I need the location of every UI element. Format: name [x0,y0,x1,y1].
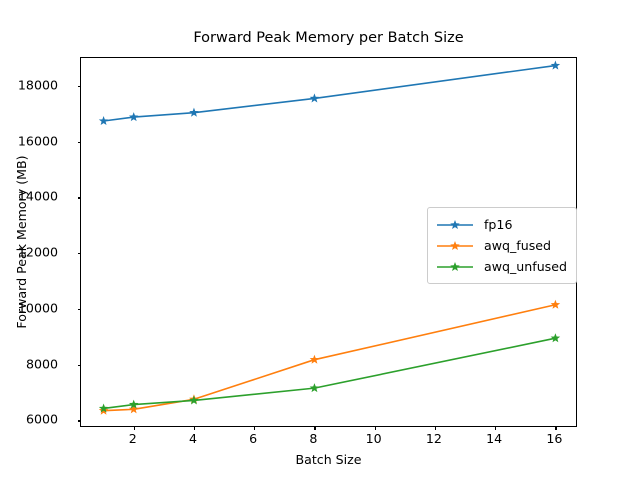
data-point-marker [98,116,109,126]
x-tick-mark [193,426,196,430]
legend-item-fp16[interactable]: fp16 [435,214,567,235]
data-point-marker [309,354,320,364]
data-point-marker [550,333,561,343]
y-tick-mark [77,420,81,422]
data-point-marker [309,93,320,103]
y-tick-mark [77,141,81,143]
series-line [102,303,557,412]
legend-swatch-awq_fused [437,240,473,250]
y-tick-mark [77,364,81,366]
x-tick-label: 12 [425,431,442,446]
series-line [102,64,557,122]
data-point-marker [189,107,199,117]
y-tick-label: 10000 [17,300,58,316]
legend-item-awq_unfused[interactable]: awq_unfused [435,256,567,277]
y-tick-mark [77,308,81,311]
legend-item-awq_fused[interactable]: awq_fused [435,235,567,256]
page-title: Forward Peak Memory per Batch Size [193,30,464,46]
y-tick-label: 18000 [17,77,58,93]
y-tick-label: 16000 [17,133,58,149]
x-tick-label: 6 [249,431,258,446]
x-tick-mark [314,426,316,430]
x-tick-label: 4 [188,431,197,446]
legend-swatch-fp16 [437,219,473,229]
data-point-marker [550,299,561,309]
y-tick-label: 14000 [17,188,58,204]
x-tick-label: 14 [486,431,503,446]
series-line [102,337,557,410]
data-lines-svg [98,60,561,415]
y-tick-label: 12000 [17,244,58,260]
plot-area [77,57,577,430]
legend-label: fp16 [484,217,513,232]
data-point-marker [189,395,199,405]
series-awq_fused [98,299,561,415]
legend-swatch-awq_unfused [437,261,473,271]
x-tick-label: 16 [546,431,563,446]
legend[interactable]: fp16 awq_fused awq_unfused [427,207,577,284]
x-tick-mark [374,426,376,430]
x-tick-label: 8 [309,431,318,446]
data-point-marker [550,60,561,70]
y-tick-mark [77,197,81,199]
x-tick-mark [133,426,135,430]
y-tick-label: 8000 [25,356,58,372]
x-tick-mark [254,426,256,430]
y-tick-label: 6000 [25,411,58,427]
data-point-marker [128,399,139,409]
x-tick-mark [495,426,497,430]
data-point-marker [128,404,139,414]
y-tick-mark [77,85,81,87]
legend-label: awq_unfused [484,259,567,274]
legend-label: awq_fused [484,238,552,253]
x-tick-mark [555,426,557,430]
x-tick-label: 10 [365,431,382,446]
data-point-marker [98,403,109,413]
y-tick-mark [77,253,81,255]
y-axis-label: Forward Peak Memory (MB) [14,155,29,329]
x-axis-label: Batch Size [295,452,362,467]
series-fp16 [98,60,561,126]
data-point-marker [128,112,139,122]
data-point-marker [309,383,320,393]
x-tick-mark [434,426,437,430]
series-awq_unfused [98,333,561,413]
x-tick-label: 2 [128,431,137,446]
